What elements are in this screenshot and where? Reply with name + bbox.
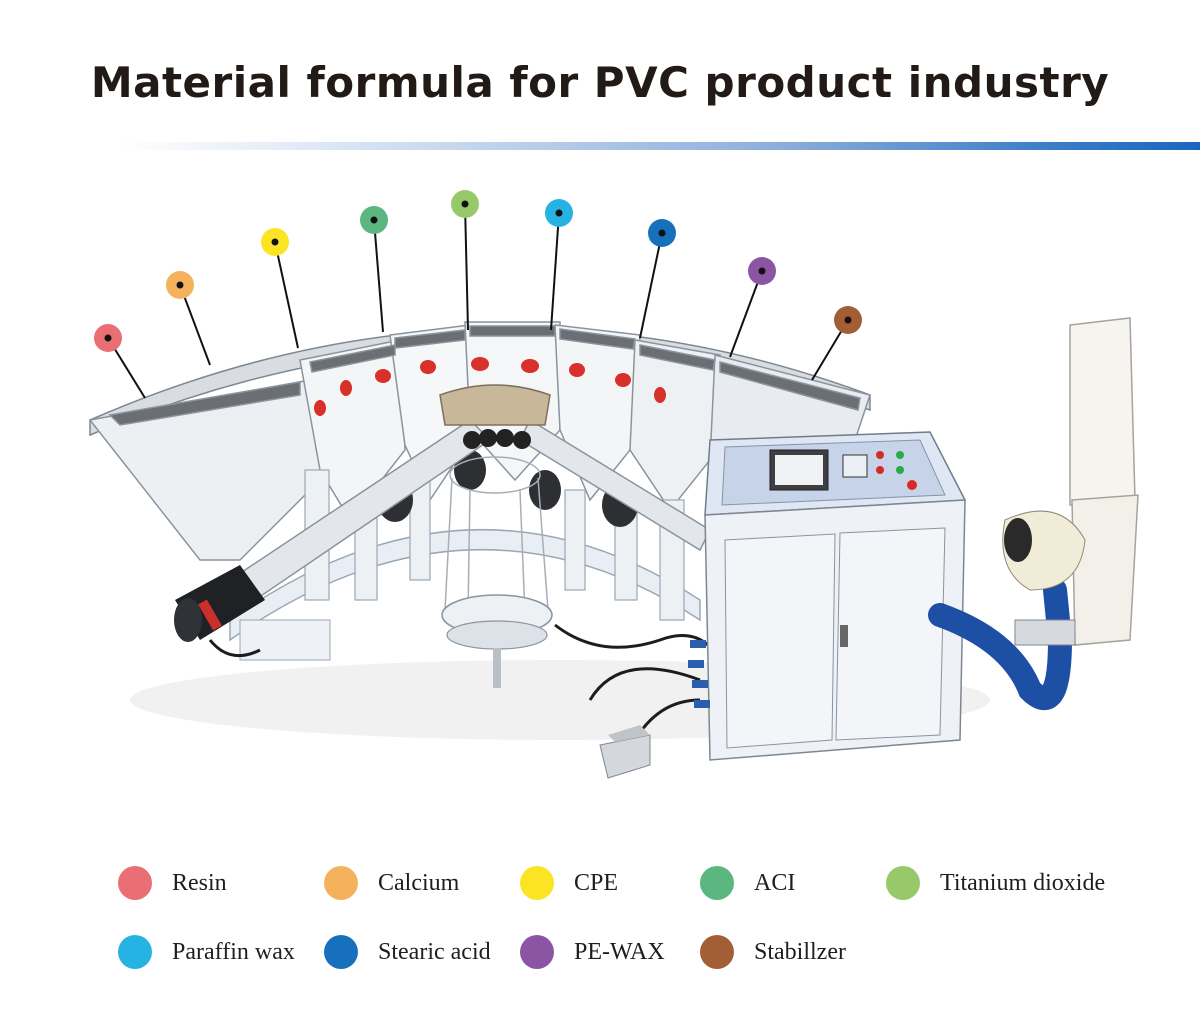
callout-stearic-acid (639, 219, 676, 339)
central-outlets (463, 429, 531, 449)
legend-dot-pe-wax (520, 935, 554, 969)
dust-collector (1002, 317, 1139, 646)
legend-label-calcium: Calcium (378, 869, 460, 896)
legend-label-paraffin-wax: Paraffin wax (172, 938, 295, 965)
legend-label-aci: ACI (754, 869, 796, 896)
callout-titanium-dioxide (451, 190, 479, 331)
weighing-cage (444, 456, 549, 616)
legend-item-stabillzer: Stabillzer (700, 934, 846, 970)
callout-stabillzer (811, 306, 862, 381)
callout-aci (360, 206, 388, 333)
callout-cpe (261, 228, 299, 349)
weighing-stand (493, 648, 501, 688)
control-cabinet (688, 431, 967, 761)
callout-pe-wax (729, 257, 776, 358)
legend-dot-resin (118, 866, 152, 900)
legend-label-pe-wax: PE-WAX (574, 938, 665, 965)
legend-item-resin: Resin (118, 865, 227, 901)
legend-item-stearic-acid: Stearic acid (324, 934, 491, 970)
weighing-base (446, 620, 548, 650)
legend-item-titanium-dioxide: Titanium dioxide (886, 865, 1105, 901)
legend-label-stabillzer: Stabillzer (754, 938, 846, 965)
legend-dot-stabillzer (700, 935, 734, 969)
callout-resin (94, 324, 146, 399)
drive-motor-left (174, 565, 265, 642)
hopper-indicator-lights (314, 357, 666, 416)
base-foot-left (239, 619, 331, 661)
legend-item-paraffin-wax: Paraffin wax (118, 934, 295, 970)
legend-item-cpe: CPE (520, 865, 618, 901)
legend-label-titanium-dioxide: Titanium dioxide (940, 869, 1106, 896)
legend-label-cpe: CPE (574, 869, 619, 896)
callout-paraffin-wax (545, 199, 573, 331)
central-collector (439, 384, 551, 426)
legend-dot-paraffin-wax (118, 935, 152, 969)
callout-calcium (166, 271, 211, 366)
page-title: Material formula for PVC product industr… (90, 58, 1110, 107)
title-underline (120, 142, 1200, 150)
legend-dot-cpe (520, 866, 554, 900)
legend-item-aci: ACI (700, 865, 795, 901)
foot-pedal (599, 725, 651, 779)
dust-hose (928, 578, 1073, 710)
mixing-machine-illustration (88, 190, 1139, 779)
legend-item-pe-wax: PE-WAX (520, 934, 665, 970)
legend-dot-aci (700, 866, 734, 900)
legend-label-resin: Resin (172, 869, 227, 896)
legend-item-calcium: Calcium (324, 865, 459, 901)
legend-dot-stearic-acid (324, 935, 358, 969)
legend-dot-titanium-dioxide (886, 866, 920, 900)
legend-dot-calcium (324, 866, 358, 900)
legend-label-stearic-acid: Stearic acid (378, 938, 491, 965)
